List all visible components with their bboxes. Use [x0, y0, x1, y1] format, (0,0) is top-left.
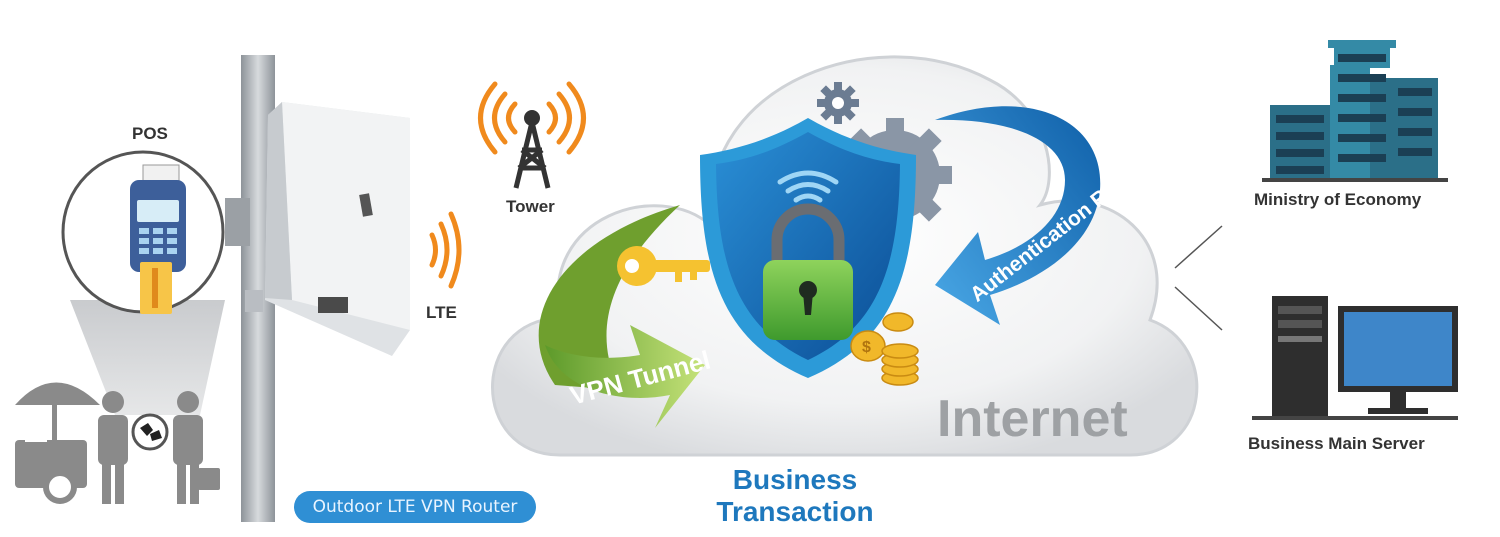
wifi-icon: [777, 170, 839, 203]
tower-icon: [478, 81, 586, 189]
vendor-cart-icon: [15, 382, 100, 504]
pos-scene: [15, 150, 225, 504]
key-icon: [617, 246, 710, 286]
people-icon: [98, 391, 220, 504]
server-label: Business Main Server: [1248, 434, 1425, 453]
transaction-label: Transaction: [716, 496, 874, 527]
padlock-icon: [763, 203, 853, 340]
router-label: Outdoor LTE VPN Router: [294, 491, 536, 523]
magnify-beam: [70, 300, 225, 415]
ministry-label: Ministry of Economy: [1254, 190, 1422, 209]
monitor-icon: [1252, 306, 1458, 420]
coins-icon: $: [850, 312, 919, 386]
connector-lines: [1174, 225, 1223, 331]
lte-label: LTE: [426, 303, 457, 322]
tower-label: Tower: [506, 197, 555, 216]
router-device-icon: [225, 55, 410, 522]
building-icon: [1262, 40, 1448, 182]
business-label: Business: [732, 464, 858, 495]
pos-terminal-icon: [130, 164, 186, 314]
signal-icon: [429, 211, 462, 289]
shield-icon: [700, 118, 916, 378]
internet-label: Internet: [937, 390, 1128, 448]
pos-label: POS: [132, 124, 168, 143]
server-tower-icon: [1272, 296, 1328, 416]
svg-text:$: $: [862, 339, 871, 356]
